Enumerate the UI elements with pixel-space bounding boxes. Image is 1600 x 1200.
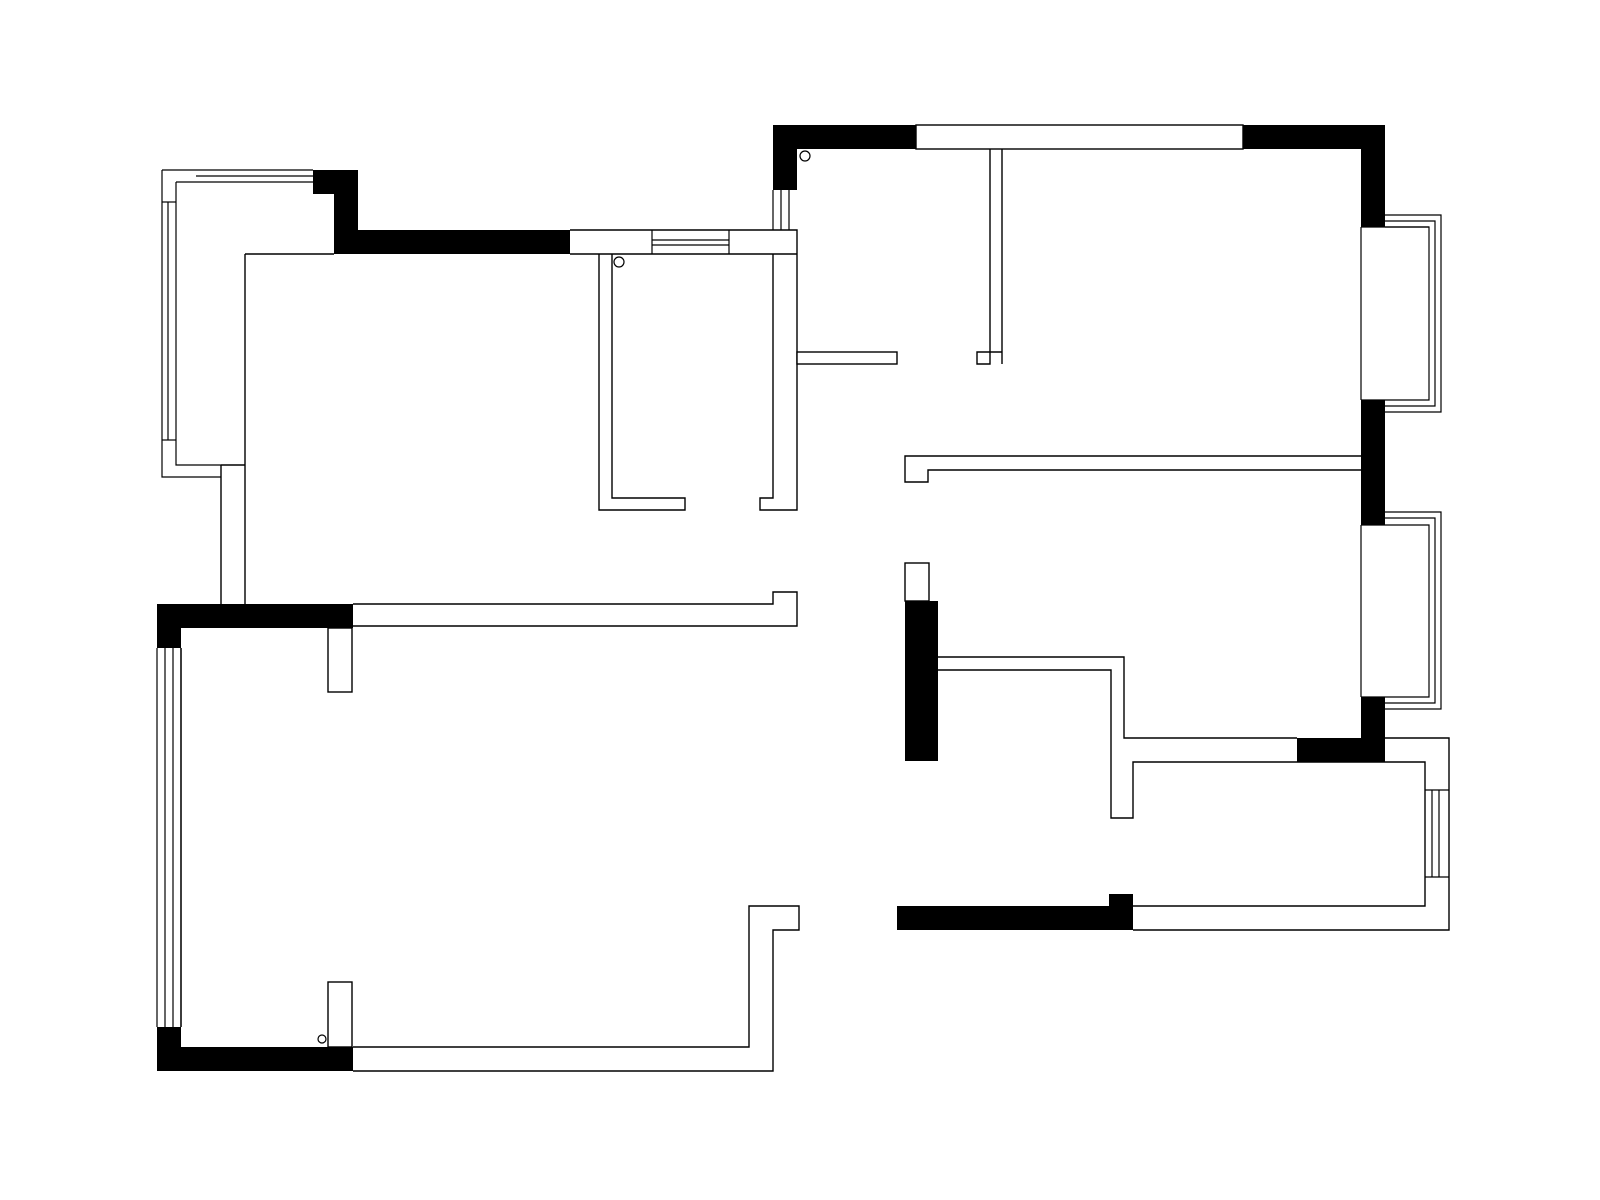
structural-wall-15 [157,1047,353,1071]
partition-wall-9 [796,351,898,365]
partition-wall-6 [598,254,686,511]
windows [156,169,1449,1027]
window-line-17 [1385,214,1442,413]
window-line-24 [1385,517,1436,704]
pipes [317,150,811,1044]
pipe-icon-2 [613,256,625,268]
pipe-icon-3 [317,1034,327,1044]
structural-wall-17 [1109,894,1133,930]
window-line-1 [161,170,221,478]
window-line-2 [175,182,221,466]
partition-wall-16 [938,669,1426,907]
partition-wall-5 [570,229,798,511]
partition-wall-17 [1133,737,1450,931]
structural-wall-10 [1297,738,1385,762]
structural-wall-3 [1361,125,1385,227]
pipe-icon-1 [799,150,811,162]
structural-wall-13 [905,601,938,761]
structural-wall-7 [334,230,570,254]
partition-wall-18 [904,562,930,602]
partition-wall-12 [904,455,1361,483]
structural-wall-4 [773,125,797,190]
partition-wall-20 [327,981,353,1048]
structural-wall-16 [897,906,1133,930]
partition-wall-15 [938,656,1297,739]
partition-wall-13 [353,591,798,627]
solid-walls [157,125,1385,1071]
partition-wall-14 [327,627,353,693]
window-line-23 [1361,524,1430,698]
window-line-22 [1385,511,1442,710]
structural-wall-8 [1361,400,1385,525]
partition-wall-10 [976,149,1002,365]
structural-wall-11 [157,604,353,628]
partition-walls [180,124,1450,1072]
structural-wall-12 [157,604,181,648]
partition-wall-1 [915,124,1244,150]
partition-wall-19 [353,905,800,1072]
window-line-18 [1361,226,1430,401]
window-line-20 [1385,220,1436,407]
